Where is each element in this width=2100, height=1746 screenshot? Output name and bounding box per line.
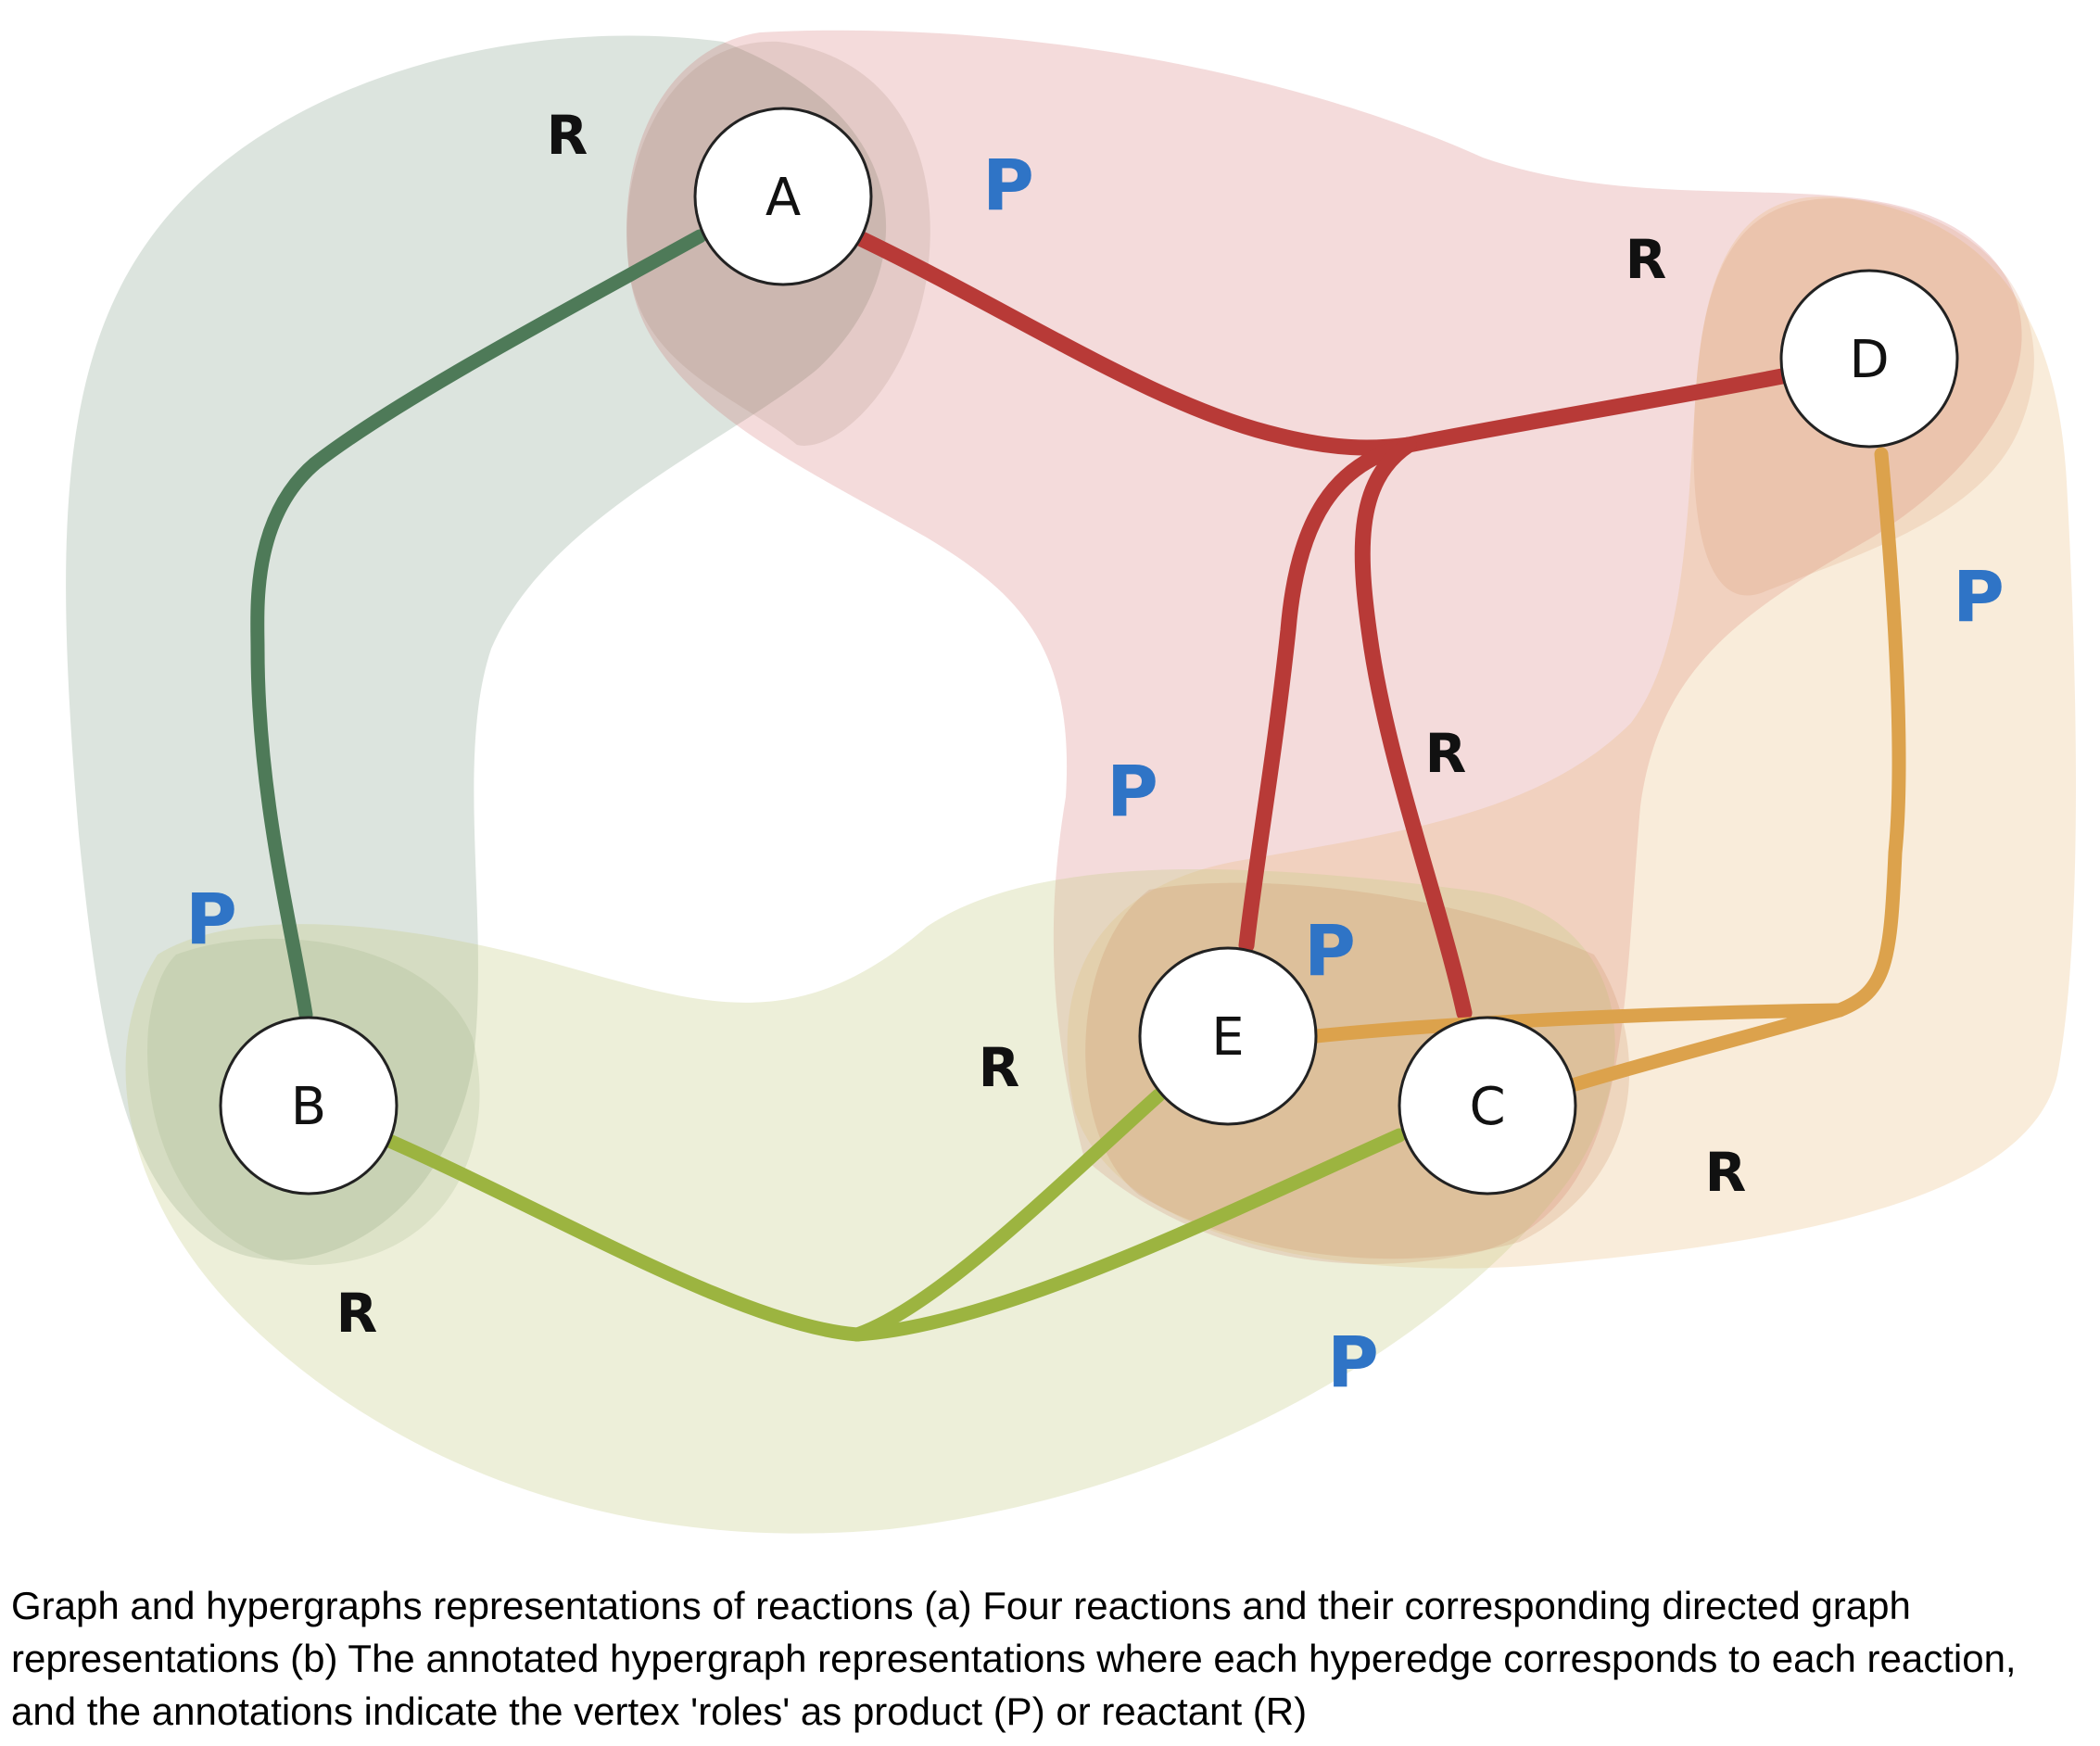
link-lime-e-hub [850,1088,1166,1342]
role-lime-c: P [1327,1321,1379,1403]
node-c-label: C [1469,1077,1505,1137]
role-red-c: R [1425,722,1467,785]
link-orange-e-hub [1309,1003,1847,1044]
role-green-a: R [547,104,588,167]
node-b-label: B [291,1077,326,1137]
role-lime-b: R [336,1282,378,1345]
role-orange-e: P [1304,909,1356,992]
role-orange-c: R [1705,1141,1747,1204]
link-red-hub-c [1354,436,1473,1021]
node-e[interactable]: E [1138,946,1318,1126]
link-lime-c-hub [850,1128,1407,1342]
link-green-a-b [250,229,707,1022]
role-red-e: P [1107,750,1158,832]
nodes: A D B E C [219,107,1959,1196]
node-d[interactable]: D [1779,269,1959,449]
region-red [626,30,2022,1264]
link-red-a-hub [854,231,1417,456]
role-orange-d: P [1953,555,2005,638]
role-annotations: R P P R R P P R P R R P [185,104,2005,1403]
role-red-a: P [982,144,1034,226]
link-orange-c-hub [1568,1003,1847,1092]
link-orange-d-hub [1832,447,1906,1018]
figure-caption: Graph and hypergraphs representations of… [11,1584,2017,1733]
role-green-b: P [185,878,237,960]
region-green [66,35,887,1260]
hyperedge-links [250,229,1906,1342]
node-d-label: D [1849,330,1889,390]
role-lime-e: R [979,1036,1020,1099]
node-c[interactable]: C [1398,1016,1577,1196]
link-lime-b-hub [380,1132,865,1342]
region-orange [1067,196,2076,1269]
node-e-label: E [1211,1007,1244,1068]
node-a-label: A [765,168,801,228]
link-red-hub-e [1238,436,1417,954]
role-red-d: R [1626,228,1667,291]
node-a[interactable]: A [693,107,873,286]
link-red-d-hub [1400,367,1795,453]
node-b[interactable]: B [219,1016,398,1196]
